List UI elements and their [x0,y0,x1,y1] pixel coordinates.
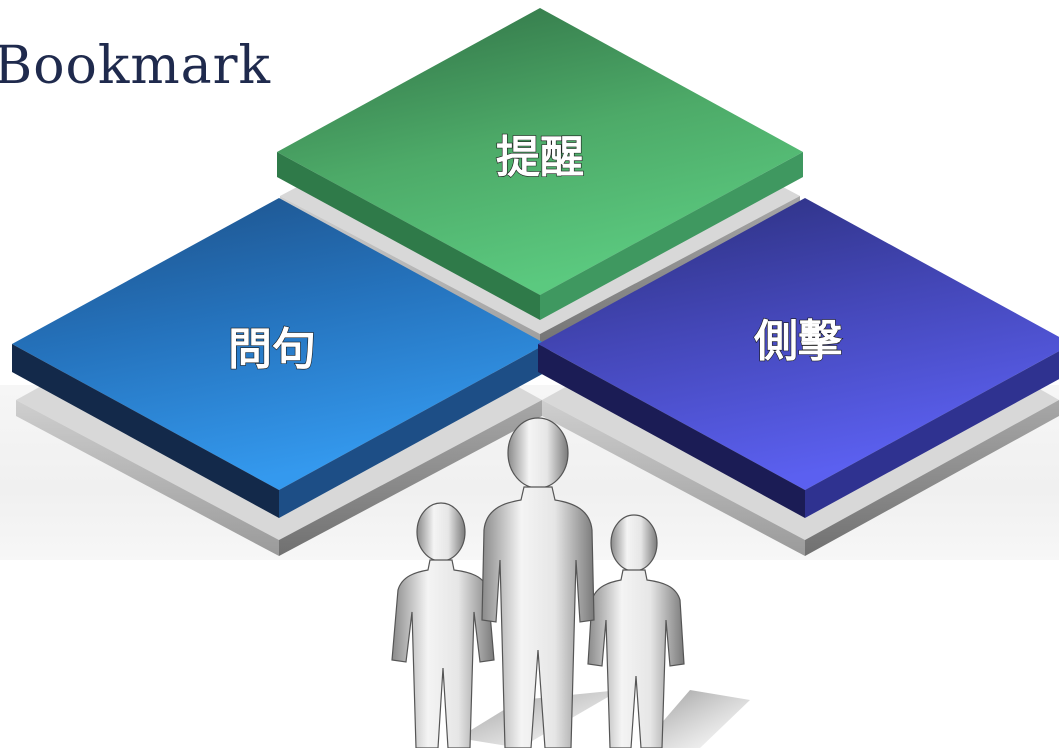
person-middle-icon [481,417,595,748]
tile-left: 問句 [12,198,546,556]
three-people-icon [391,417,750,748]
person-right-icon [587,514,685,748]
tile-right: 側擊 [538,198,1059,556]
slide-title: Bookmark [0,36,272,96]
tile-top-label: 提醒 [496,132,584,183]
person-left-icon [391,502,495,748]
tile-right-label: 側擊 [753,316,843,367]
tile-left-label: 問句 [228,324,316,375]
